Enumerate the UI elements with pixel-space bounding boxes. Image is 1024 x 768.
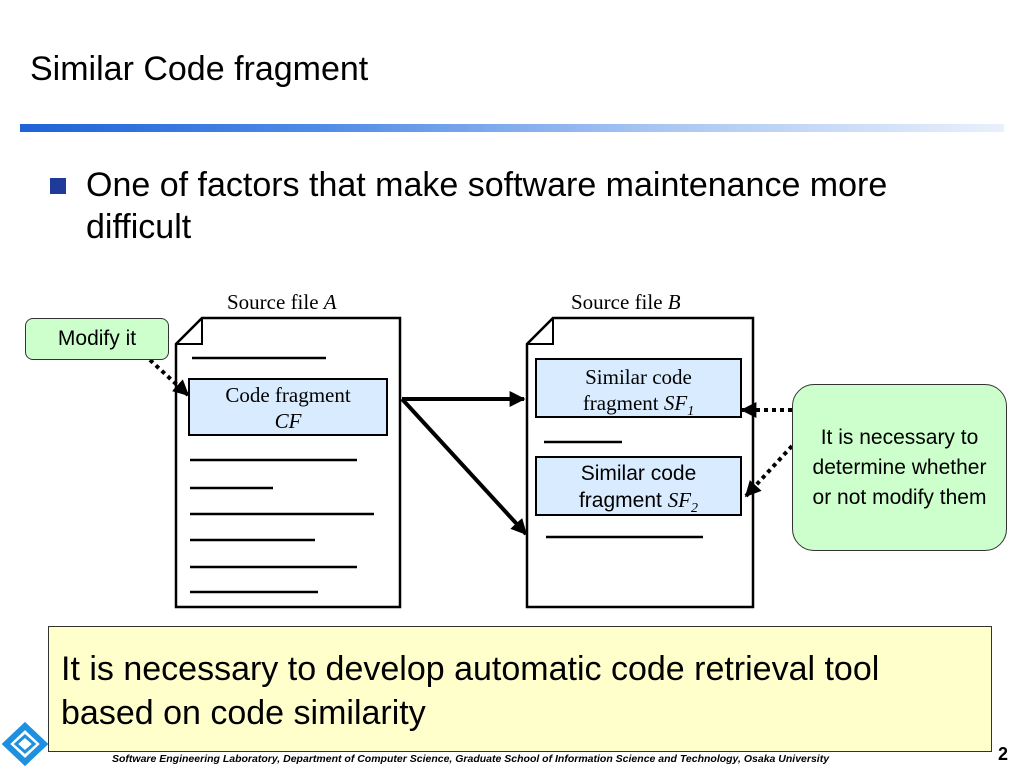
similar-fragment-sf1-box: Similar code fragment SF1 (535, 358, 742, 419)
title-underline-bar (20, 124, 1004, 132)
determine-callout: It is necessary to determine whether or … (792, 384, 1007, 551)
page-number: 2 (998, 744, 1009, 764)
conclusion-box: It is necessary to develop automatic cod… (48, 626, 992, 752)
footer-text: Software Engineering Laboratory, Departm… (112, 753, 830, 765)
university-logo-icon (2, 722, 48, 767)
modify-it-callout: Modify it (25, 318, 169, 360)
dotted-arrow-to-sf2 (744, 444, 794, 498)
code-fragment-cf-box: Code fragment CF (188, 378, 388, 436)
arrow-cf-to-sf2 (400, 397, 528, 536)
slide-title: Similar Code fragment (30, 50, 369, 88)
dotted-arrow-modify (148, 358, 190, 397)
source-file-a-document (174, 316, 402, 609)
source-file-a-label: Source file A (227, 290, 337, 314)
bullet-square-icon (50, 178, 66, 194)
bullet-text: One of factors that make software mainte… (86, 166, 888, 246)
similar-fragment-sf2-box: Similar code fragment SF2 (535, 456, 742, 516)
source-file-b-label: Source file B (571, 290, 681, 314)
